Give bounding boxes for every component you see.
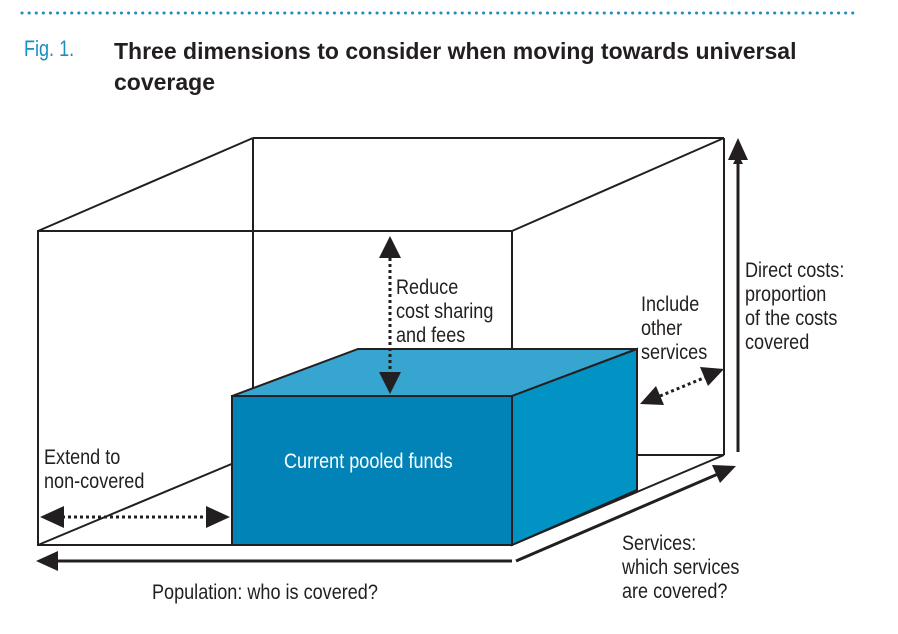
services-axis-label: Services: which services are covered? xyxy=(622,532,740,603)
reduce-arrowhead-up xyxy=(379,236,401,258)
box-front-face xyxy=(231,395,513,546)
population-arrowhead xyxy=(36,551,58,571)
include-other-services-label: Include other services xyxy=(641,293,708,364)
reduce-arrowhead-down xyxy=(379,372,401,394)
figure-label: Fig. 1. xyxy=(24,36,75,61)
include-dotted-shaft xyxy=(659,375,707,398)
current-pooled-funds-label: Current pooled funds xyxy=(284,450,453,473)
direct-costs-arrowhead xyxy=(728,138,748,160)
cube-edge-top-right xyxy=(511,137,725,232)
direct-costs-axis-label: Direct costs: proportion of the costs co… xyxy=(745,259,845,354)
cube-edge-bottom-left xyxy=(37,454,254,546)
cube-edge-top-left xyxy=(37,137,254,232)
services-arrowhead xyxy=(712,465,736,483)
extend-arrowhead-left xyxy=(40,506,64,528)
dotted-arrows xyxy=(40,236,724,528)
include-arrowhead-out xyxy=(700,367,724,386)
pooled-funds-box xyxy=(231,347,638,547)
extend-arrowhead-right xyxy=(206,506,230,528)
include-arrowhead-in xyxy=(640,386,664,405)
services-axis-arrow xyxy=(515,472,719,563)
dotted-rule xyxy=(20,11,860,15)
population-axis-label: Population: who is covered? xyxy=(152,581,378,604)
extend-to-non-covered-label: Extend to non-covered xyxy=(44,446,145,493)
reduce-cost-sharing-label: Reduce cost sharing and fees xyxy=(396,276,494,347)
figure-title: Three dimensions to consider when moving… xyxy=(114,38,797,95)
axis-arrows xyxy=(36,138,748,571)
